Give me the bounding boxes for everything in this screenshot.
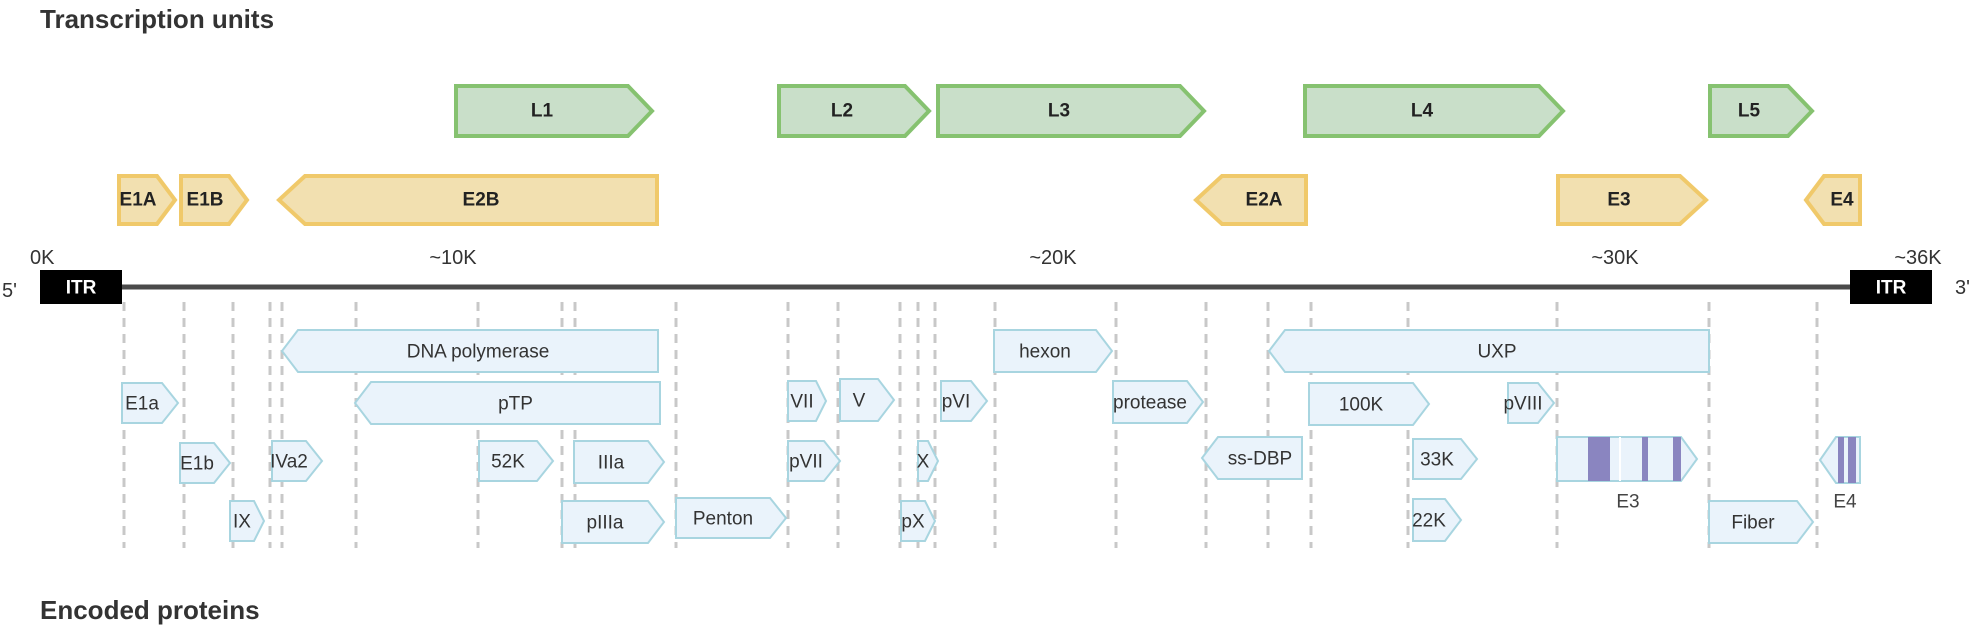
protein-ss-dbp-label: ss-DBP: [1228, 449, 1292, 470]
unit-e1a-label: E1A: [120, 190, 157, 211]
unit-l5-arrow: [1708, 84, 1815, 138]
protein-pvi-label: pVI: [942, 392, 971, 413]
e3-region-caption: E3: [1616, 492, 1639, 513]
e4-region-caption: E4: [1833, 492, 1857, 513]
protein-e1b-label: E1b: [180, 454, 214, 475]
itr-left-label: ITR: [66, 278, 97, 299]
protein-52k-label: 52K: [491, 452, 525, 473]
protein-penton-label: Penton: [693, 509, 753, 530]
five-prime-label: 5': [2, 280, 17, 302]
protein-hexon-label: hexon: [1019, 342, 1071, 363]
heading-encoded-proteins: Encoded proteins: [40, 595, 260, 625]
tick-label-20k: ~20K: [1029, 247, 1077, 269]
protein-ix-arrow: [229, 500, 266, 542]
genome-backbone: ITR ITR 5' 3' 0K ~10K ~20K ~30K ~36K: [2, 247, 1970, 304]
protein-e1a-label: E1a: [125, 394, 159, 415]
unit-e2a-label: E2A: [1246, 190, 1283, 211]
protein-piiia-label: pIIIa: [587, 513, 624, 534]
protein-iva2-arrow: [271, 440, 324, 482]
protein-iva2-label: IVa2: [270, 452, 308, 473]
unit-e1a-arrow: [117, 174, 178, 226]
protein-pvii-arrow: [787, 440, 842, 482]
protein-pvii-label: pVII: [789, 452, 823, 473]
unit-l1-label: L1: [531, 101, 554, 122]
e3-band: [1673, 437, 1681, 481]
protein-e1a-arrow: [121, 382, 180, 424]
protein-v-label: V: [853, 391, 866, 412]
tick-label-30k: ~30K: [1591, 247, 1639, 269]
protein-22k-label: 22K: [1412, 511, 1446, 532]
unit-l2-label: L2: [831, 101, 853, 122]
unit-e3-arrow: [1556, 174, 1709, 226]
itr-right-box: [1850, 270, 1932, 304]
protein-100k-label: 100K: [1339, 395, 1384, 416]
protein-x-label: X: [917, 452, 930, 473]
protein-x-arrow: [917, 440, 940, 482]
protein-pviii-label: pVIII: [1503, 394, 1542, 415]
protein-33k-label: 33K: [1420, 450, 1454, 471]
protein-protease-label: protease: [1113, 393, 1187, 414]
unit-l3-label: L3: [1048, 101, 1070, 122]
protein-22k-arrow: [1412, 498, 1463, 542]
unit-l5-label: L5: [1738, 101, 1761, 122]
protein-ptp-arrow: [353, 381, 661, 425]
tick-label-36k: ~36K: [1894, 247, 1942, 269]
protein-pviii-arrow: [1507, 382, 1556, 424]
protein-px-label: pX: [901, 512, 925, 533]
protein-ptp-label: pTP: [498, 394, 533, 415]
itr-right-label: ITR: [1876, 278, 1907, 299]
tick-label-0k: 0K: [30, 247, 55, 269]
e4-band: [1848, 437, 1856, 483]
protein-dna-polymerase-arrow: [280, 329, 659, 373]
itr-left-box: [40, 270, 122, 304]
unit-e1b-arrow: [179, 174, 250, 226]
unit-l4-label: L4: [1411, 101, 1434, 122]
protein-penton-arrow: [675, 497, 788, 539]
three-prime-label: 3': [1955, 277, 1970, 299]
unit-l2-arrow: [777, 84, 932, 138]
protein-hexon-arrow: [993, 329, 1114, 373]
unit-e3-label: E3: [1607, 190, 1630, 211]
protein-v-arrow: [839, 378, 896, 422]
protein-iiia-label: IIIa: [598, 453, 625, 474]
protein-vii-label: VII: [790, 392, 813, 413]
unit-e4-label: E4: [1830, 190, 1854, 211]
protein-ss-dbp-arrow: [1200, 436, 1303, 480]
protein-uxp-arrow: [1267, 329, 1710, 373]
unit-e1b-label: E1B: [187, 190, 224, 211]
tick-label-10k: ~10K: [429, 247, 477, 269]
unit-e2b-label: E2B: [463, 190, 500, 211]
unit-l3-arrow: [936, 84, 1207, 138]
protein-fiber-arrow: [1708, 500, 1815, 544]
protein-iiia-arrow: [573, 440, 666, 484]
protein-33k-arrow: [1412, 438, 1479, 480]
e3-band: [1642, 437, 1648, 481]
heading-transcription-units: Transcription units: [40, 4, 274, 34]
unit-e4-arrow: [1803, 174, 1862, 226]
protein-vii-arrow: [787, 380, 828, 422]
protein-ix-label: IX: [233, 512, 251, 533]
protein-piiia-arrow: [561, 500, 666, 544]
protein-fiber-label: Fiber: [1731, 513, 1775, 534]
e4-band: [1838, 437, 1844, 483]
protein-dna-polymerase-label: DNA polymerase: [407, 342, 550, 363]
protein-px-arrow: [900, 500, 937, 542]
e3-band: [1588, 437, 1610, 481]
protein-pvi-arrow: [940, 380, 989, 422]
protein-52k-arrow: [478, 440, 555, 482]
unit-e2b-arrow: [276, 174, 659, 226]
unit-l4-arrow: [1303, 84, 1566, 138]
unit-e2a-arrow: [1193, 174, 1308, 226]
unit-l1-arrow: [454, 84, 655, 138]
protein-e1b-arrow: [179, 442, 232, 484]
protein-protease-arrow: [1112, 380, 1205, 424]
protein-100k-arrow: [1308, 382, 1431, 426]
protein-uxp-label: UXP: [1477, 342, 1516, 363]
